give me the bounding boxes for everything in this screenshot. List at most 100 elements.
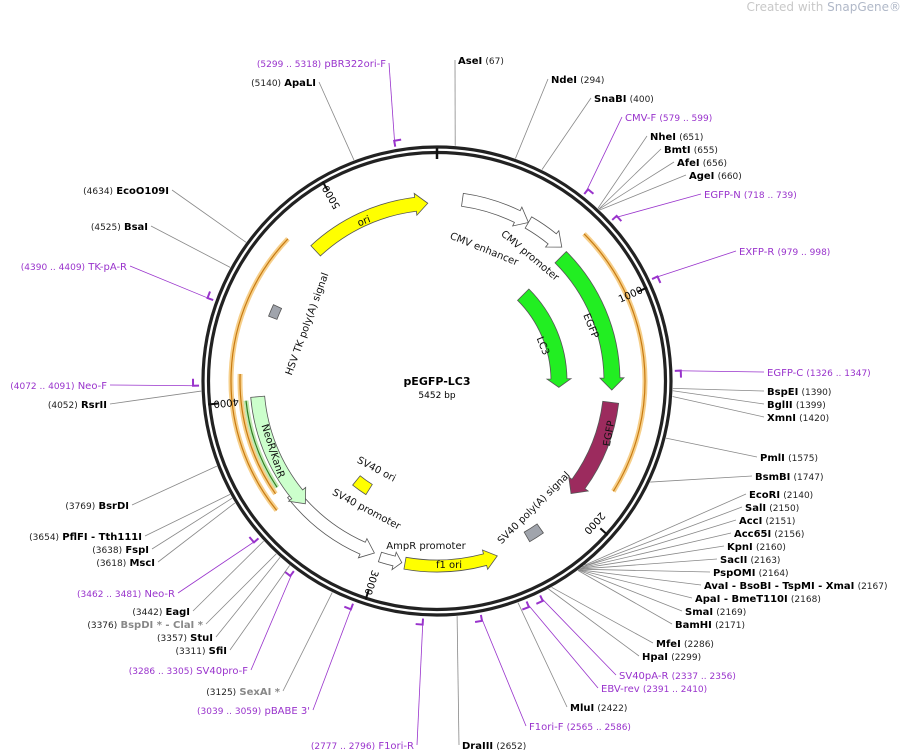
site-name: TK-pA-R [87, 262, 127, 273]
primer-label[interactable]: (3286 .. 3305) SV40pro-F [129, 666, 249, 677]
site-position: (3286 .. 3305) [129, 667, 193, 677]
primer-label[interactable]: EXFP-R (979 .. 998) [739, 247, 830, 258]
site-position: (3311) [176, 647, 206, 657]
site-position: (2156) [774, 530, 804, 540]
restriction-site-label[interactable]: BglII (1399) [767, 400, 826, 411]
primer-label[interactable]: (4072 .. 4091) Neo-F [10, 381, 107, 392]
site-position: (3462 .. 3481) [77, 590, 141, 600]
restriction-site-label[interactable]: AccI (2151) [739, 516, 795, 527]
restriction-site-label[interactable]: ApaI - BmeT110I (2168) [695, 594, 821, 605]
feature-egfp[interactable] [516, 288, 573, 388]
feature-ori[interactable] [310, 192, 429, 257]
restriction-site-label[interactable]: (3357) StuI [157, 633, 213, 644]
leader-line [456, 616, 460, 746]
restriction-site-label[interactable]: (3654) PflFI - Tth111I [29, 532, 142, 543]
site-position: (4525) [91, 223, 121, 233]
restriction-site-label[interactable]: Acc65I (2156) [734, 529, 804, 540]
restriction-site-label[interactable]: (4052) RsrII [48, 400, 107, 411]
svg-text:NdeI (294): NdeI (294) [551, 75, 604, 86]
restriction-site-label[interactable]: BmtI (655) [664, 145, 718, 156]
primer-label[interactable]: CMV-F (579 .. 599) [625, 113, 712, 124]
primer-label[interactable]: EBV-rev (2391 .. 2410) [601, 684, 707, 695]
svg-text:NheI (651): NheI (651) [650, 132, 703, 143]
restriction-site-label[interactable]: MluI (2422) [570, 703, 627, 714]
site-position: (2777 .. 2796) [311, 742, 375, 752]
restriction-site-label[interactable]: AgeI (660) [689, 171, 742, 182]
restriction-site-label[interactable]: SnaBI (400) [594, 94, 654, 105]
site-name: PspOMI [713, 568, 755, 579]
feature-sv40-promoter[interactable] [287, 489, 375, 559]
feature-neor-kanr[interactable] [250, 395, 307, 505]
site-position: (5140) [251, 79, 281, 89]
restriction-site-label[interactable]: EcoRI (2140) [749, 490, 813, 501]
primer-mark [415, 618, 425, 626]
primer-label[interactable]: EGFP-N (718 .. 739) [704, 190, 797, 201]
leader-line [585, 116, 623, 192]
site-position: (2337 .. 2356) [672, 672, 736, 682]
svg-text:PmlI (1575): PmlI (1575) [760, 453, 818, 464]
leader-line [416, 621, 424, 746]
primer-label[interactable]: F1ori-F (2565 .. 2586) [529, 722, 631, 733]
restriction-site-label[interactable]: DraIII (2652) [462, 741, 526, 752]
site-position: (4634) [83, 187, 113, 197]
restriction-site-label[interactable]: NdeI (294) [551, 75, 604, 86]
site-name: FspI [125, 545, 149, 556]
restriction-site-label[interactable]: BspEI (1390) [767, 387, 831, 398]
restriction-site-label[interactable]: AseI (67) [458, 56, 504, 67]
annotation-arc-line [245, 400, 278, 488]
restriction-site-label[interactable]: SmaI (2169) [685, 607, 746, 618]
feature-cmv-promoter[interactable] [524, 216, 563, 248]
restriction-site-label[interactable]: HpaI (2299) [642, 652, 701, 663]
leader-line [598, 161, 675, 210]
restriction-site-label[interactable]: (5140) ApaLI [251, 78, 316, 89]
restriction-site-label[interactable]: (4634) EcoO109I [83, 186, 169, 197]
tick-label: 4000 [213, 395, 239, 409]
restriction-site-label[interactable]: (3769) BsrDI [65, 501, 129, 512]
primer-label[interactable]: (5299 .. 5318) pBR322ori-F [257, 59, 386, 70]
site-position: (67) [485, 57, 503, 67]
restriction-site-label[interactable]: (3442) EagI [132, 607, 190, 618]
restriction-site-label[interactable]: (3125) SexAI * [206, 687, 281, 698]
site-position: (579 .. 599) [659, 114, 712, 124]
svg-text:(4072 .. 4091) Neo-F: (4072 .. 4091) Neo-F [10, 381, 107, 392]
feature-sv40-poly-a-signal[interactable] [523, 523, 544, 543]
restriction-site-label[interactable]: PmlI (1575) [760, 453, 818, 464]
restriction-site-label[interactable]: (4525) BsaI [91, 222, 148, 233]
primer-label[interactable]: EGFP-C (1326 .. 1347) [767, 368, 871, 379]
restriction-site-label[interactable]: BamHI (2171) [675, 620, 745, 631]
site-position: (3376) [87, 621, 117, 631]
svg-text:(3286 .. 3305) SV40pro-F: (3286 .. 3305) SV40pro-F [129, 666, 249, 677]
site-position: (400) [630, 95, 654, 105]
restriction-site-label[interactable]: NheI (651) [650, 132, 703, 143]
restriction-site-label[interactable]: (3311) SfiI [176, 646, 227, 657]
primer-label[interactable]: SV40pA-R (2337 .. 2356) [619, 671, 736, 682]
restriction-site-label[interactable]: XmnI (1420) [767, 413, 829, 424]
restriction-site-label[interactable]: (3376) BspDI * - ClaI * [87, 620, 203, 631]
feature-label: ori [356, 214, 372, 229]
restriction-site-label[interactable]: AfeI (656) [677, 158, 727, 169]
restriction-site-label[interactable]: SalI (2150) [745, 503, 799, 514]
leader-line [582, 506, 743, 568]
restriction-site-label[interactable]: (3618) MscI [96, 558, 155, 569]
feature-f1-ori[interactable] [403, 549, 498, 573]
feature-egfp[interactable] [554, 250, 625, 391]
primer-label[interactable]: (2777 .. 2796) F1ori-R [311, 741, 414, 752]
restriction-site-label[interactable]: SacII (2163) [720, 555, 780, 566]
restriction-site-label[interactable]: BsmBI (1747) [755, 472, 823, 483]
primer-label[interactable]: (4390 .. 4409) TK-pA-R [21, 262, 127, 273]
svg-text:HpaI (2299): HpaI (2299) [642, 652, 701, 663]
restriction-site-label[interactable]: (3638) FspI [92, 545, 149, 556]
restriction-site-label[interactable]: KpnI (2160) [727, 542, 786, 553]
primer-label[interactable]: (3039 .. 3059) pBABE 3' [197, 706, 310, 717]
restriction-site-label[interactable]: AvaI - BsoBI - TspMI - XmaI (2167) [704, 581, 888, 592]
feature-hsv-tk-poly-a-signal[interactable] [268, 304, 283, 320]
leader-line [614, 193, 702, 219]
feature-lc3[interactable] [568, 400, 620, 494]
feature-cmv-enhancer[interactable] [461, 192, 529, 227]
feature-ampr-promoter[interactable] [377, 551, 403, 571]
primer-label[interactable]: (3462 .. 3481) Neo-R [77, 589, 175, 600]
site-position: (656) [703, 159, 727, 169]
restriction-site-label[interactable]: MfeI (2286) [656, 639, 714, 650]
restriction-site-label[interactable]: PspOMI (2164) [713, 568, 789, 579]
feature-sv40-ori[interactable] [352, 475, 373, 496]
